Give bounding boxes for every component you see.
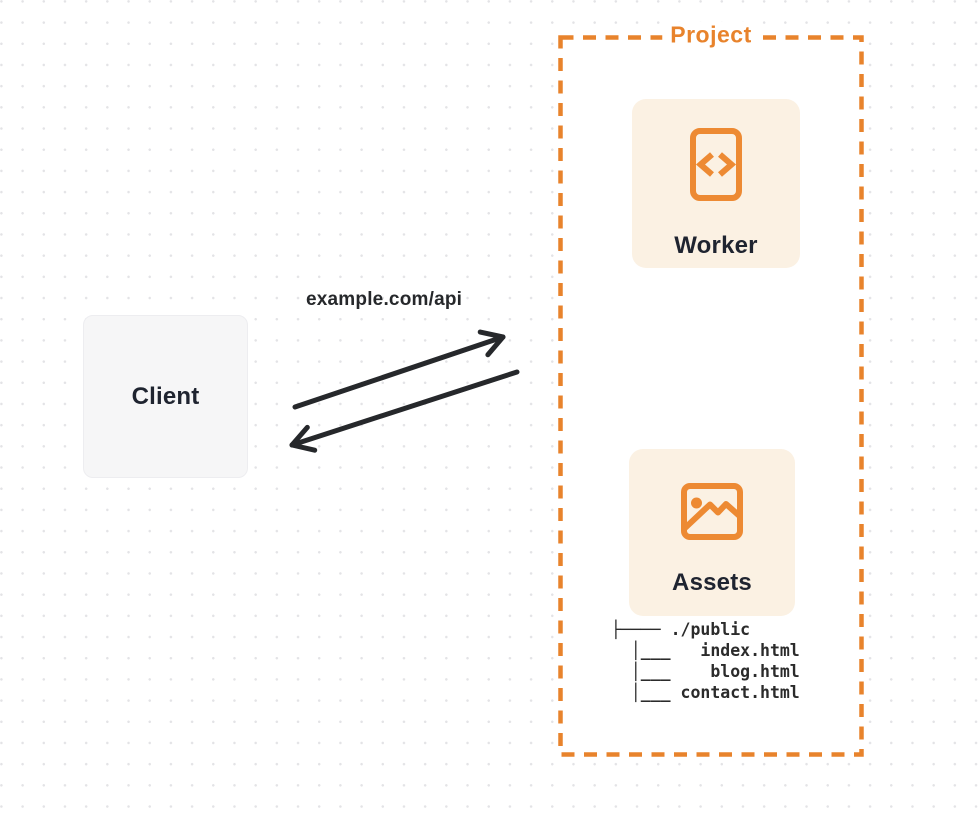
file-tree-line: ├──── ./public <box>611 620 751 639</box>
project-dashed-border <box>558 35 864 757</box>
assets-label: Assets <box>672 569 752 596</box>
file-tree-line: │___ blog.html <box>611 662 800 681</box>
response-arrow <box>289 369 520 453</box>
image-icon <box>681 483 743 540</box>
request-url-label: example.com/api <box>306 289 463 310</box>
assets-node: Assets <box>629 449 795 616</box>
client-node: Client <box>83 315 248 478</box>
project-label: Project <box>662 21 760 49</box>
client-label: Client <box>131 382 200 410</box>
project-group: Project Worker Assets ├──── ./public │__… <box>558 21 864 757</box>
request-arrow <box>292 329 506 410</box>
worker-node: Worker <box>632 99 800 268</box>
code-file-icon <box>690 128 742 201</box>
worker-label: Worker <box>674 232 758 259</box>
file-tree-line: │___ contact.html <box>611 683 800 702</box>
file-tree: ├──── ./public │___ index.html │___ blog… <box>611 619 800 703</box>
file-tree-line: │___ index.html <box>611 641 800 660</box>
